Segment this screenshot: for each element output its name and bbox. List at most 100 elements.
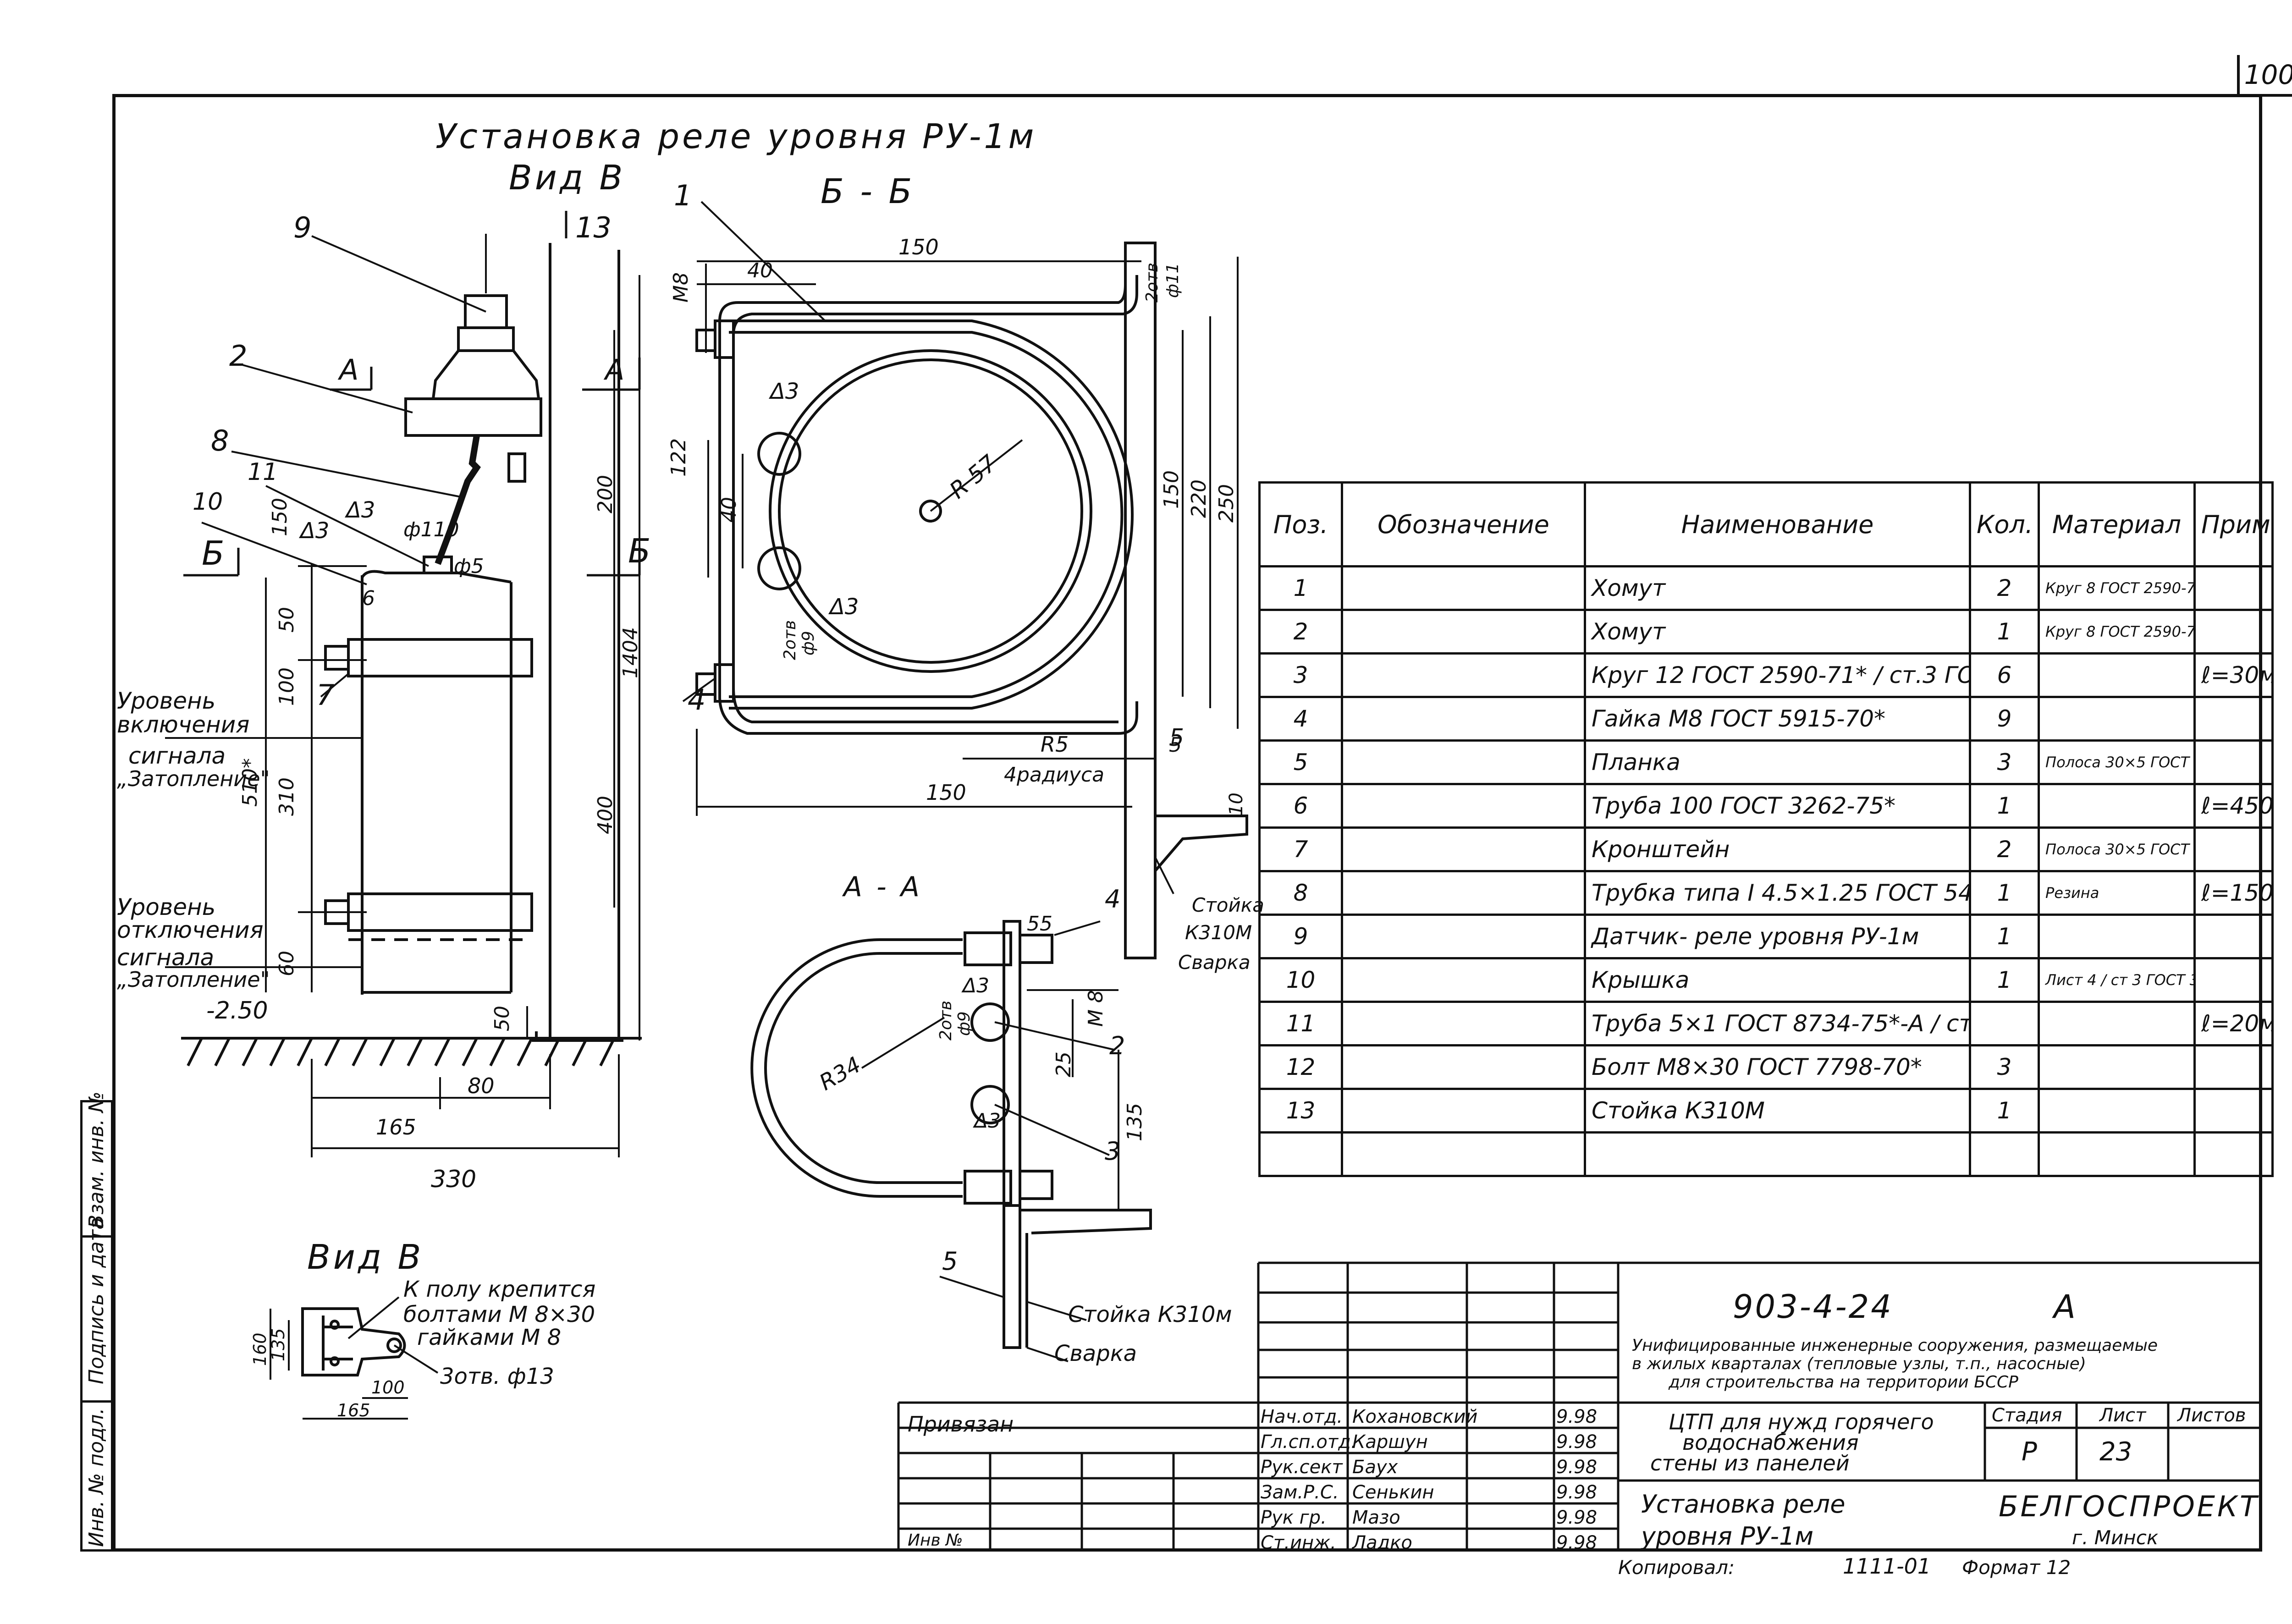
section-bb-dimensions: [682, 201, 1239, 894]
view-b-label-top: Вид В: [509, 158, 626, 198]
spec-cell-designation: [1341, 652, 1586, 698]
dim-100-vb: 100: [371, 1377, 405, 1398]
spec-row: 11 Труба 5×1 ГОСТ 8734-75*-А / ст.3 ГОСТ …: [1258, 1001, 2274, 1046]
spec-cell-name: Гайка М8 ГОСТ 5915-70*: [1584, 696, 1971, 742]
staff-date: 9.98: [1556, 1406, 1598, 1427]
two-holes-a-2: ф11: [1163, 263, 1182, 298]
staff-role: Гл.сп.отд.: [1261, 1431, 1357, 1453]
spec-cell-name: [1584, 1131, 1971, 1177]
level-on-4: „Затопление": [117, 766, 270, 791]
project-name-3: стены из панелей: [1650, 1451, 1850, 1475]
spec-cell-name: Стойка К310М: [1584, 1088, 1971, 1134]
section-aa-dimensions: [861, 920, 1119, 1362]
weld-3-bb-b: Δ3: [828, 594, 859, 620]
spec-cell-qty: [1969, 1131, 2040, 1177]
spec-cell-pos: 1: [1258, 565, 1343, 611]
callout-8: 8: [211, 424, 229, 457]
callout-2-aa: 2: [1109, 1031, 1125, 1060]
spec-cell-designation: [1341, 739, 1586, 785]
spec-cell-name: Труба 5×1 ГОСТ 8734-75*-А / ст.3 ГОСТ 38…: [1584, 1001, 1971, 1046]
two-holes-b-2: ф9: [799, 631, 818, 655]
staff-name: Мазо: [1352, 1507, 1400, 1528]
spec-cell-pos: 11: [1258, 1001, 1343, 1046]
level-on-3: сигнала: [128, 743, 226, 769]
dim-510: 510*: [238, 758, 262, 807]
spec-cell-note: [2193, 1088, 2274, 1134]
staff-name: Ладко: [1352, 1532, 1412, 1553]
arrow-a-left: А: [339, 353, 359, 386]
spec-cell-qty: 1: [1969, 914, 2040, 959]
spec-cell-note: [2193, 957, 2274, 1003]
sheets-label: Листов: [2177, 1405, 2246, 1426]
spec-cell-material: Полоса 30×5 ГОСТ 103-76 / ст 3 ГОСТ 380-…: [2038, 739, 2196, 785]
spec-cell-pos: 2: [1258, 609, 1343, 655]
spec-cell-pos: 7: [1258, 826, 1343, 872]
spec-cell-designation: [1341, 1088, 1586, 1134]
staff-role: Рук.сект: [1261, 1457, 1343, 1478]
project-desc-3: для строительства на территории БССР: [1669, 1373, 2018, 1392]
arrow-a-right: А: [605, 353, 625, 386]
callout-5-bb: 5: [1169, 724, 1185, 752]
callout-4-aa: 4: [1105, 885, 1121, 914]
dim-60-left: 60: [275, 951, 298, 976]
dim-165-vb: 165: [337, 1400, 370, 1420]
level-off-1: Уровень: [117, 894, 216, 920]
stage-value: Р: [2022, 1437, 2037, 1467]
spec-cell-note: [2193, 826, 2274, 872]
spec-cell-name: Трубка типа I 4.5×1.25 ГОСТ 5496-73*: [1584, 870, 1971, 916]
section-arrows-elevation: [183, 211, 641, 577]
org-name: БЕЛГОСПРОЕКТ: [1999, 1490, 2259, 1523]
spec-cell-name: Хомут: [1584, 609, 1971, 655]
spec-cell-designation: [1341, 783, 1586, 829]
doc-code: 903-4-24: [1733, 1288, 1893, 1326]
spec-cell-material: [2038, 696, 2196, 742]
spec-row: [1258, 1131, 2274, 1177]
spec-cell-material: [2038, 1131, 2196, 1177]
spec-cell-note: [2193, 565, 2274, 611]
dim-330: 330: [431, 1166, 476, 1193]
spec-cell-designation: [1341, 565, 1586, 611]
spec-cell-note: [2193, 739, 2274, 785]
inv-label: Инв №: [908, 1531, 963, 1550]
dim-m8-aa: М 8: [1084, 990, 1107, 1027]
spec-cell-qty: 1: [1969, 1088, 2040, 1134]
spec-header-designation: Обозначение: [1341, 481, 1586, 567]
dim-40-bb: 40: [747, 259, 773, 282]
two-holes-c-2: ф9: [955, 1011, 974, 1036]
callout-10: 10: [193, 488, 223, 516]
two-holes-b-1: 2отв: [781, 620, 799, 660]
staff-date: 9.98: [1556, 1532, 1598, 1553]
dim-25-aa: 25: [1052, 1051, 1075, 1077]
section-bb-drawing: [695, 242, 1248, 959]
staff-date: 9.98: [1556, 1431, 1598, 1453]
spec-cell-note: [2193, 1044, 2274, 1090]
post-weld-1-b: К310М: [1185, 921, 1252, 944]
staff-role: Ст.инж.: [1261, 1532, 1336, 1553]
bound-label: Привязан: [908, 1412, 1014, 1437]
post-weld-2-b: Сварка: [1054, 1341, 1137, 1366]
dim-160-vb: 160: [250, 1332, 270, 1366]
radius-4: 4радиуса: [1004, 763, 1104, 787]
level-on-1: Уровень: [117, 688, 216, 714]
staff-role: Рук гр.: [1261, 1507, 1327, 1528]
dim-150-bb-bottom: 150: [926, 780, 966, 805]
side-stamp: [80, 1100, 113, 1552]
dim-220-bb: 220: [1187, 479, 1211, 518]
dim-1404: 1404: [619, 627, 642, 678]
spec-cell-material: [2038, 914, 2196, 959]
radius-57: R 57: [944, 450, 1002, 504]
staff-date: 9.98: [1556, 1482, 1598, 1503]
spec-cell-qty: 1: [1969, 870, 2040, 916]
spec-cell-material: Полоса 30×5 ГОСТ 103-76 / ст 3 ГОСТ 380-…: [2038, 826, 2196, 872]
view-b-label-bottom: Вид В: [307, 1238, 424, 1277]
dim-250-bb: 250: [1215, 484, 1238, 523]
staff-name: Сенькин: [1352, 1482, 1434, 1503]
spec-cell-designation: [1341, 914, 1586, 959]
